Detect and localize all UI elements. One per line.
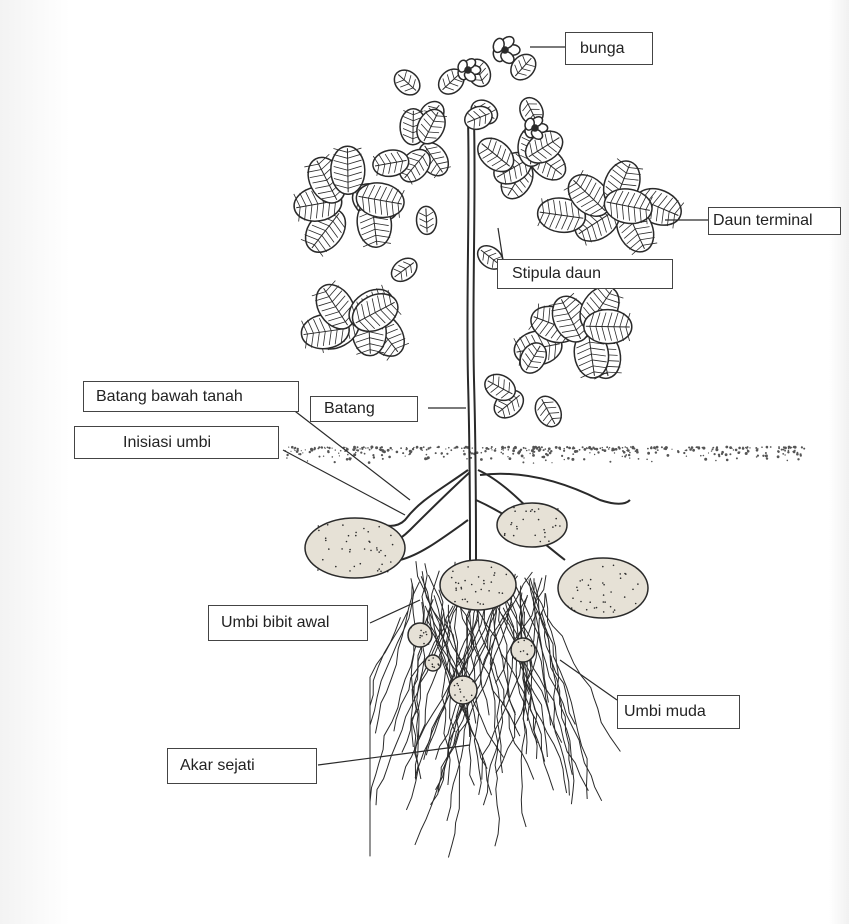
- label-akar-sejati: Akar sejati: [167, 748, 317, 784]
- label-batang-bawah-tanah: Batang bawah tanah: [83, 381, 299, 412]
- soil-surface: [284, 446, 805, 464]
- label-daun-terminal: Daun terminal: [708, 207, 841, 235]
- label-umbi-bibit-awal: Umbi bibit awal: [208, 605, 368, 641]
- label-bunga: bunga: [565, 32, 653, 65]
- label-inisiasi-umbi: Inisiasi umbi: [74, 426, 279, 459]
- label-stipula-daun: Stipula daun: [497, 259, 673, 289]
- label-umbi-muda: Umbi muda: [617, 695, 740, 729]
- label-batang: Batang: [310, 396, 418, 422]
- leaves: [291, 49, 687, 431]
